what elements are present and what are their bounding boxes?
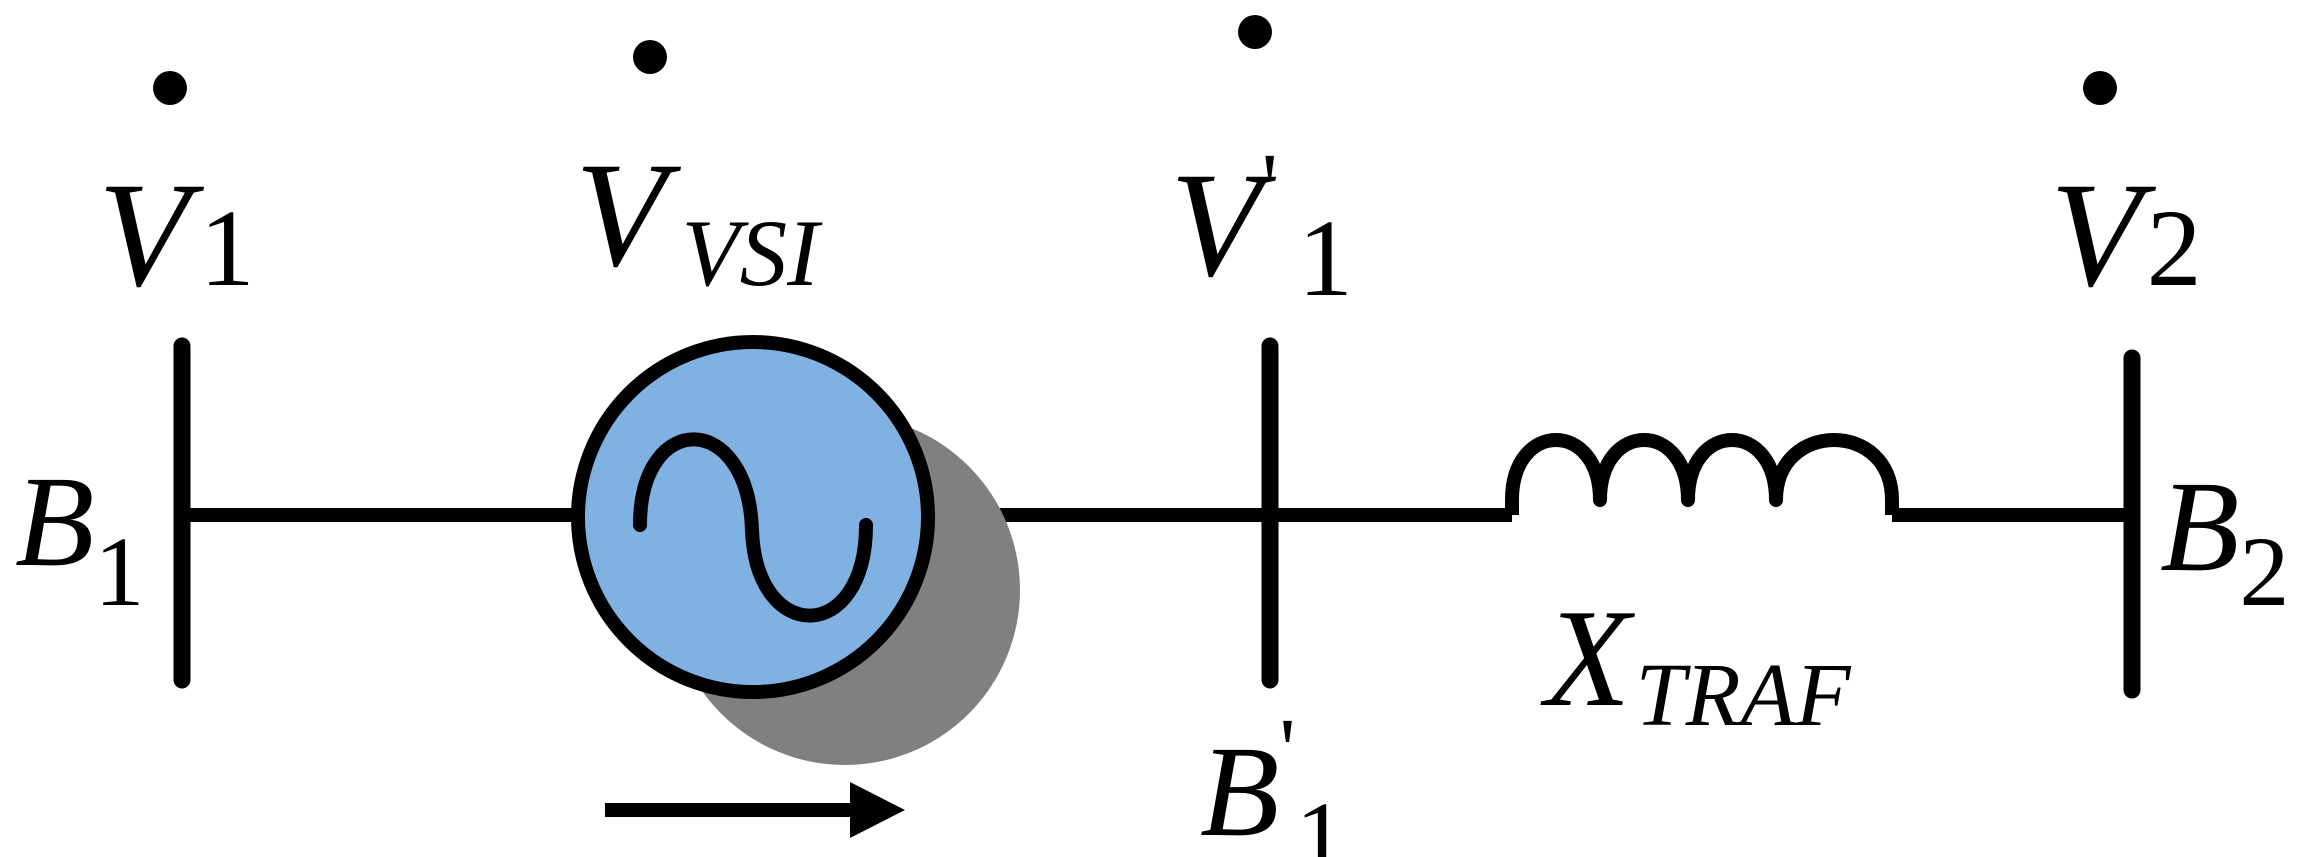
label-v1prime: V'1 [1170, 136, 1353, 319]
label-b2: B2 [2160, 455, 2289, 627]
arrow-right-icon [605, 782, 905, 838]
phasor-dot-vvsi [633, 40, 667, 74]
phasor-dot-v1prime [1238, 15, 1272, 49]
label-v2: V2 [2050, 152, 2202, 318]
inductor-icon [1505, 433, 1899, 515]
label-xtraf: XTRAF [1540, 581, 1852, 745]
label-b1prime: B'1 [1200, 701, 1346, 857]
sine-wave-icon [633, 432, 873, 623]
ac-voltage-source-icon [571, 335, 1020, 765]
phasor-dot-v1 [153, 71, 187, 105]
label-b1: B1 [15, 450, 144, 627]
phasor-dot-v2 [2083, 71, 2117, 105]
label-v1: V1 [98, 152, 255, 318]
